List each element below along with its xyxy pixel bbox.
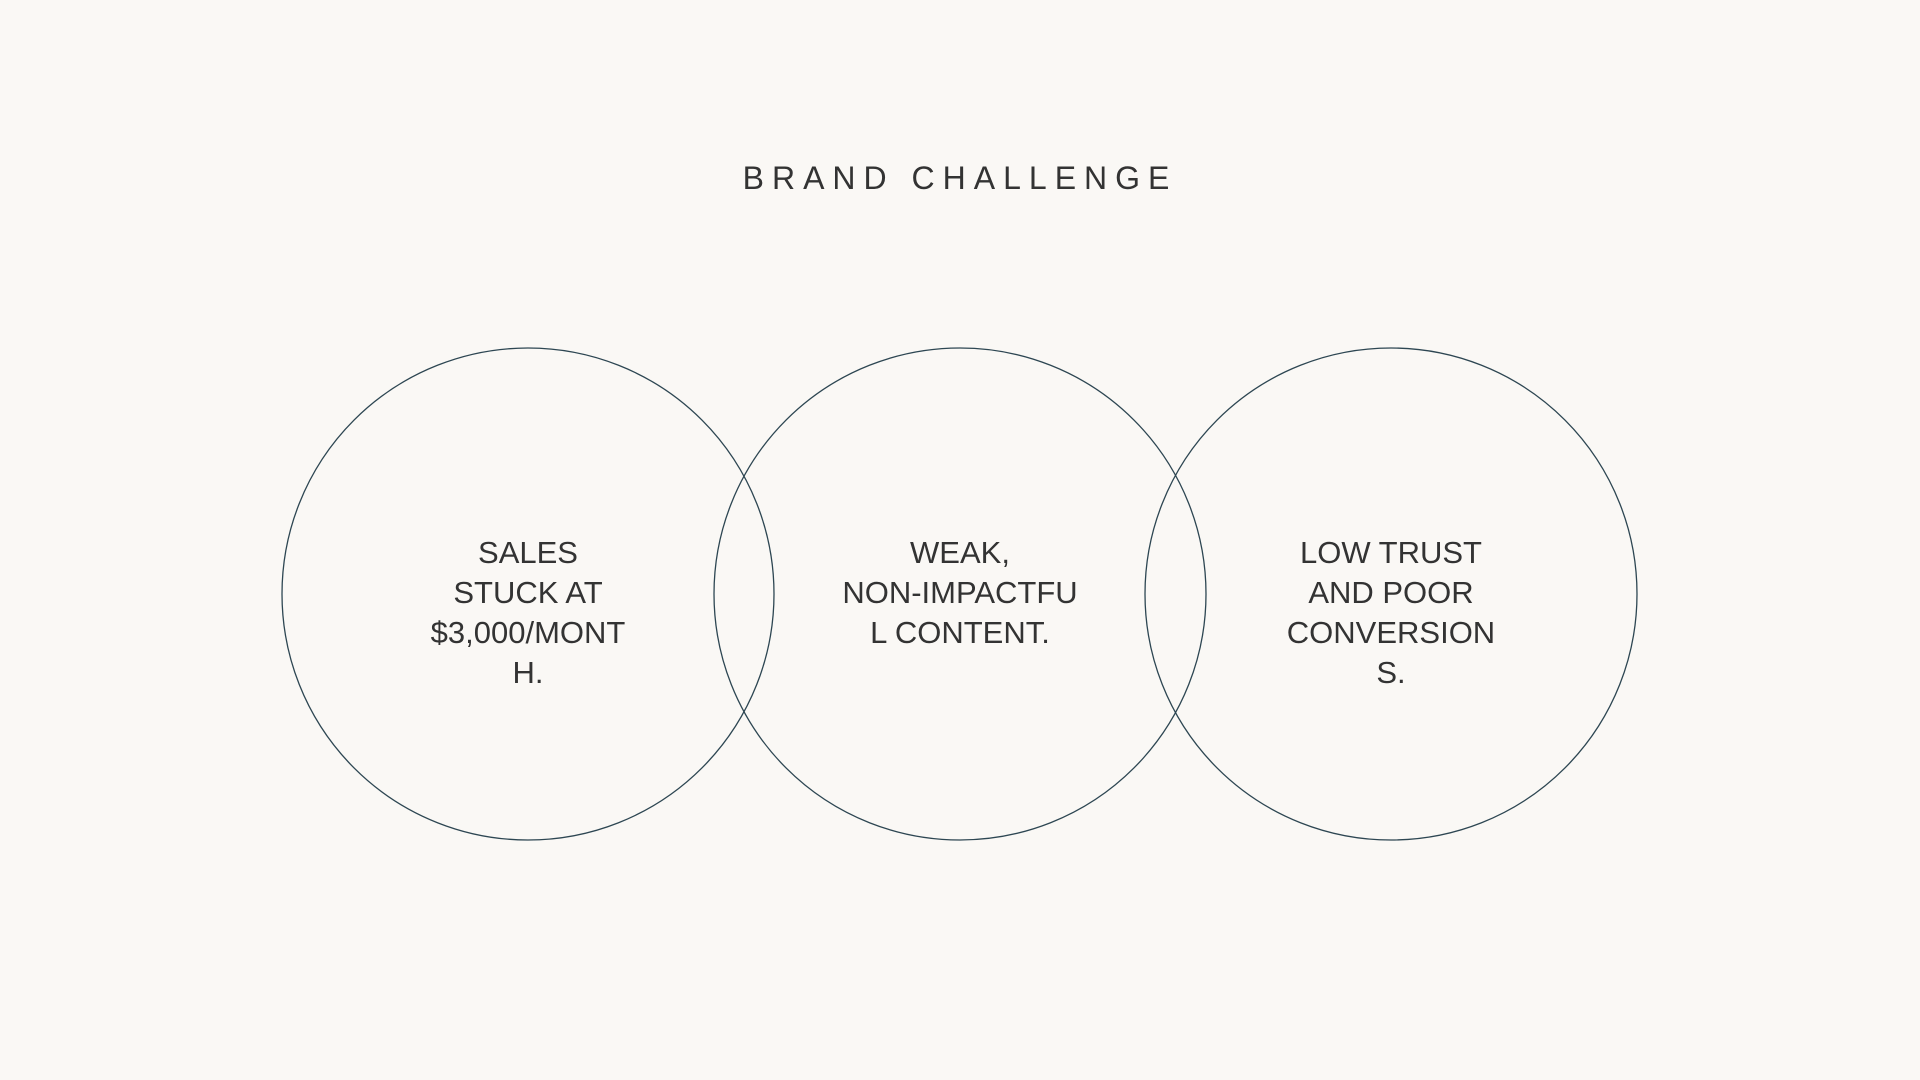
circle-trust — [1144, 347, 1638, 841]
label-line: CONVERSION — [1286, 615, 1496, 650]
label-line: SALES — [478, 535, 578, 570]
label-line: H. — [512, 655, 544, 690]
label-line: AND POOR — [1308, 575, 1474, 610]
label-line: WEAK, — [910, 535, 1010, 570]
label-line: $3,000/MONT — [430, 615, 626, 650]
circle-label-sales: SALES STUCK AT $3,000/MONT H. — [378, 533, 678, 693]
label-line: L CONTENT. — [870, 615, 1050, 650]
label-line: NON-IMPACTFU — [842, 575, 1078, 610]
label-line: S. — [1376, 655, 1406, 690]
circle-sales — [281, 347, 775, 841]
label-line: STUCK AT — [453, 575, 603, 610]
circle-content — [713, 347, 1207, 841]
page-title: BRAND CHALLENGE — [742, 160, 1178, 196]
circle-label-content: WEAK, NON-IMPACTFU L CONTENT. — [810, 533, 1110, 653]
circle-label-trust: LOW TRUST AND POOR CONVERSION S. — [1241, 533, 1541, 693]
label-line: LOW TRUST — [1300, 535, 1482, 570]
